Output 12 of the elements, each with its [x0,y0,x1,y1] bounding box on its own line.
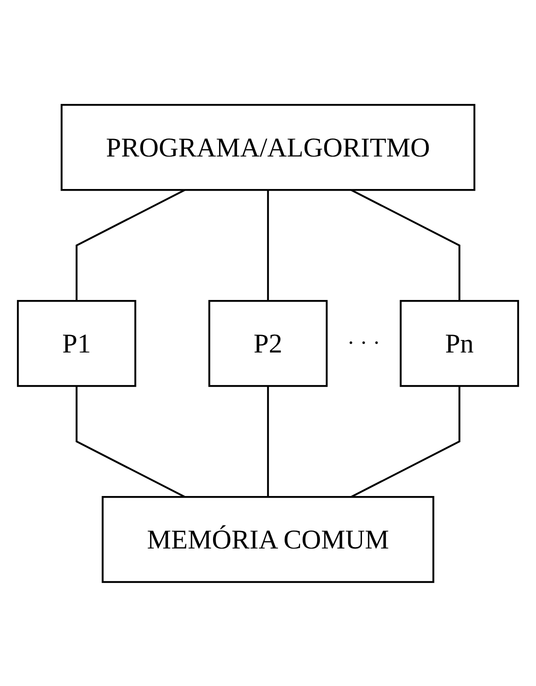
node-box [102,496,434,582]
node-box [60,104,476,190]
connector [267,190,269,300]
connector [76,386,186,498]
node-box [16,300,136,386]
connector [350,188,460,300]
connector [76,188,186,300]
ellipsis-text: · · · [347,330,380,356]
connector [267,386,269,496]
node-box [400,300,520,386]
node-box [208,300,328,386]
connector [350,386,460,498]
